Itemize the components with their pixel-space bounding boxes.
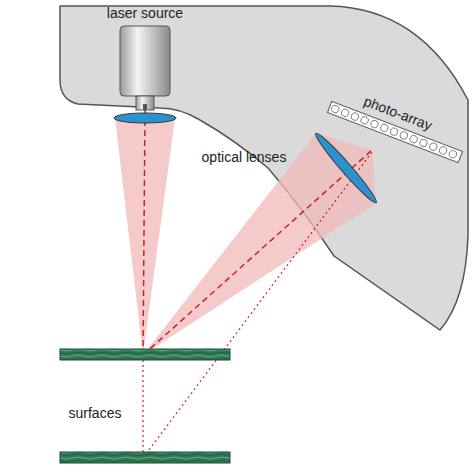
laser-aperture — [143, 104, 147, 110]
lower-surface — [60, 452, 230, 463]
photo-cell — [429, 142, 438, 151]
laser-lens — [114, 113, 176, 123]
photo-cell — [340, 108, 349, 117]
part-label: optical lenses — [202, 150, 287, 165]
photo-cell — [370, 119, 379, 128]
photo-cell — [438, 146, 447, 155]
photo-cell — [360, 116, 369, 125]
dotted-path — [143, 152, 372, 458]
dotted-path — [142, 355, 143, 458]
part-label: surfaces — [69, 406, 122, 421]
upper-surface — [60, 349, 230, 360]
photo-cell — [409, 135, 418, 144]
laser-nozzle — [136, 96, 154, 110]
photo-cell — [389, 127, 398, 136]
photo-cell — [380, 123, 389, 132]
photo-cell — [350, 112, 359, 121]
photo-cell — [399, 131, 408, 140]
beam-axis — [143, 110, 145, 355]
laser-body — [120, 26, 170, 96]
part-label: laser source — [107, 6, 183, 21]
reflected-axis — [143, 150, 372, 355]
photo-cell — [419, 138, 428, 147]
photo-cell — [331, 104, 340, 113]
photo-cell — [448, 150, 457, 159]
receiver-lens — [312, 130, 380, 206]
